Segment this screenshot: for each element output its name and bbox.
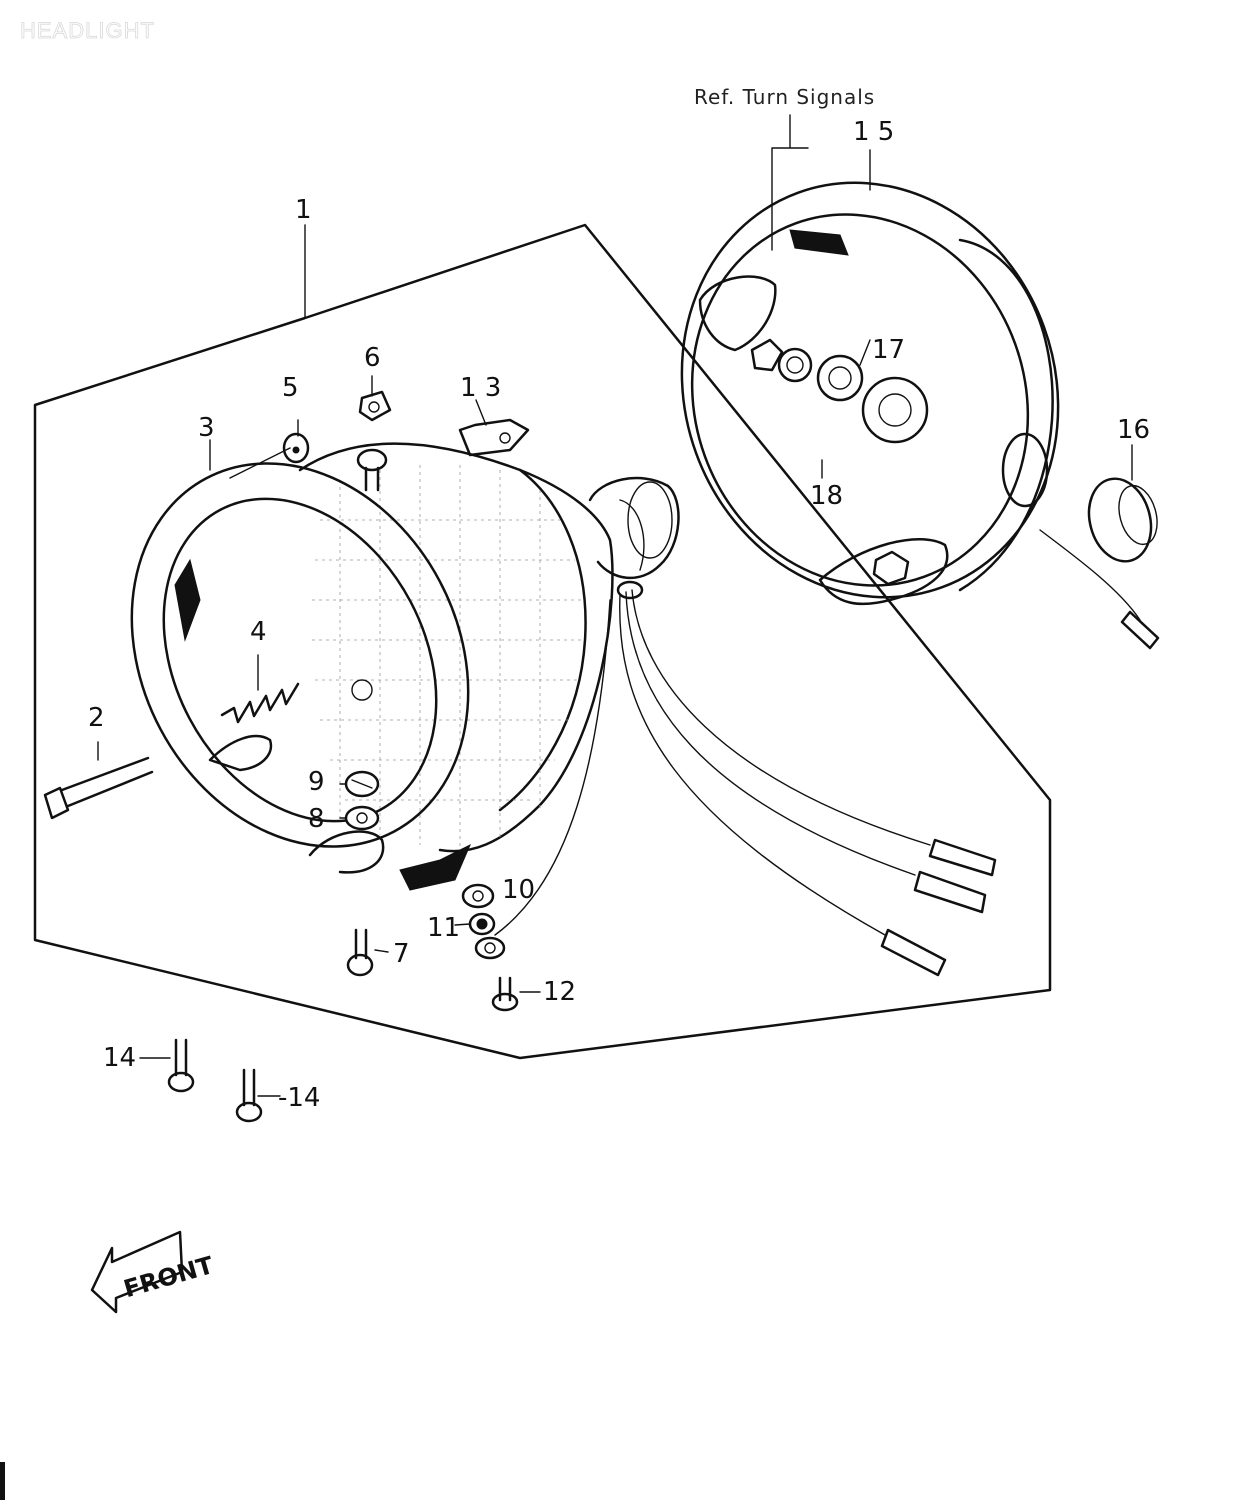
callout-2: 2: [88, 703, 105, 733]
headlight-housing: [680, 181, 1160, 650]
callout-10: 10: [502, 875, 535, 905]
callout-3: 3: [198, 413, 215, 443]
front-arrow: FRONT: [90, 1230, 218, 1314]
headlight-unit: [130, 418, 997, 977]
callout-15: 1 5: [853, 117, 894, 147]
washer-8: [344, 805, 380, 831]
screw-12: [491, 976, 519, 1012]
callout-4: 4: [250, 617, 267, 647]
top-screw: [356, 448, 388, 492]
callout-labels: 1 2 3 4 5 6 7 8 9 10 11 12 1 3 14 -14 1 …: [88, 117, 1150, 1113]
washer-9: [344, 770, 380, 798]
callout-12: 12: [543, 977, 576, 1007]
washer-5: [282, 432, 310, 464]
callout-7: 7: [393, 939, 410, 969]
spring-4: [220, 682, 300, 724]
callout-8: 8: [308, 804, 325, 834]
ref-turn-signals-label: Ref. Turn Signals: [694, 85, 875, 109]
callout-14b: -14: [278, 1083, 320, 1113]
callout-11: 11: [427, 913, 460, 943]
nut-10: [461, 883, 495, 909]
callout-6: 6: [364, 343, 381, 373]
grommet-16: [1087, 477, 1158, 563]
callout-13: 1 3: [460, 373, 501, 403]
nut-6: [358, 390, 392, 422]
front-label: FRONT: [121, 1251, 218, 1303]
callout-9: 9: [308, 767, 325, 797]
callout-14a: 14: [103, 1043, 136, 1073]
assembly-outline: [33, 223, 1052, 1060]
screw-14b: [235, 1068, 263, 1123]
callout-1: 1: [295, 195, 312, 225]
washer-11: [468, 912, 496, 936]
page-header-title: HEADLIGHT: [20, 18, 155, 43]
callout-18: 18: [810, 481, 843, 511]
edge-mark: [0, 1462, 5, 1500]
terminal-lug: [474, 936, 506, 960]
bolt-2: [43, 756, 154, 820]
callout-5: 5: [282, 373, 299, 403]
callout-16: 16: [1117, 415, 1150, 445]
screw-14a: [167, 1038, 195, 1093]
callout-17: 17: [872, 335, 905, 365]
leader-lines: [97, 114, 1133, 1097]
screw-7: [346, 928, 374, 977]
